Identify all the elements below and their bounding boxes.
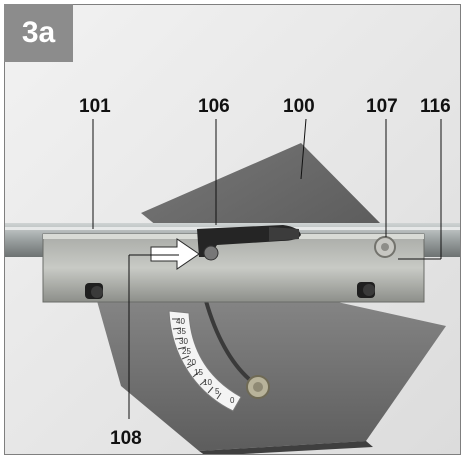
angle-scale-ticks (172, 318, 222, 400)
callout-107: 107 (366, 96, 398, 117)
scale-label: 25 (182, 347, 191, 356)
scale-label: 35 (177, 327, 186, 336)
callout-108: 108 (110, 428, 142, 449)
figure-number-badge: 3a (4, 4, 73, 62)
pivot-bolt-center (253, 382, 263, 392)
scale-slot (204, 300, 251, 381)
figure-frame: 0 5 10 15 20 25 30 35 40 (4, 4, 461, 455)
angle-scale-labels: 0 5 10 15 20 25 30 35 40 (176, 317, 235, 405)
callout-106: 106 (198, 96, 230, 117)
callout-116: 116 (420, 96, 451, 117)
locking-knob-left (85, 283, 103, 299)
locking-knob-right (357, 282, 375, 298)
pointer-arrow (150, 238, 200, 270)
leader-100 (300, 118, 307, 180)
clamping-lever (197, 225, 301, 261)
angle-scale (168, 310, 242, 412)
callout-leaders (92, 118, 442, 419)
scale-label: 5 (215, 387, 220, 396)
scale-label: 10 (203, 378, 212, 387)
plate-edge (199, 441, 373, 454)
scale-label: 15 (194, 368, 203, 377)
callout-101: 101 (79, 96, 111, 117)
scale-label: 0 (230, 396, 235, 405)
scale-label: 20 (187, 358, 196, 367)
photo-illustration: 0 5 10 15 20 25 30 35 40 (5, 5, 460, 454)
callout-100: 100 (283, 96, 315, 117)
adjusting-screw (374, 236, 396, 258)
scale-label: 30 (179, 337, 188, 346)
scale-label: 40 (176, 317, 185, 326)
